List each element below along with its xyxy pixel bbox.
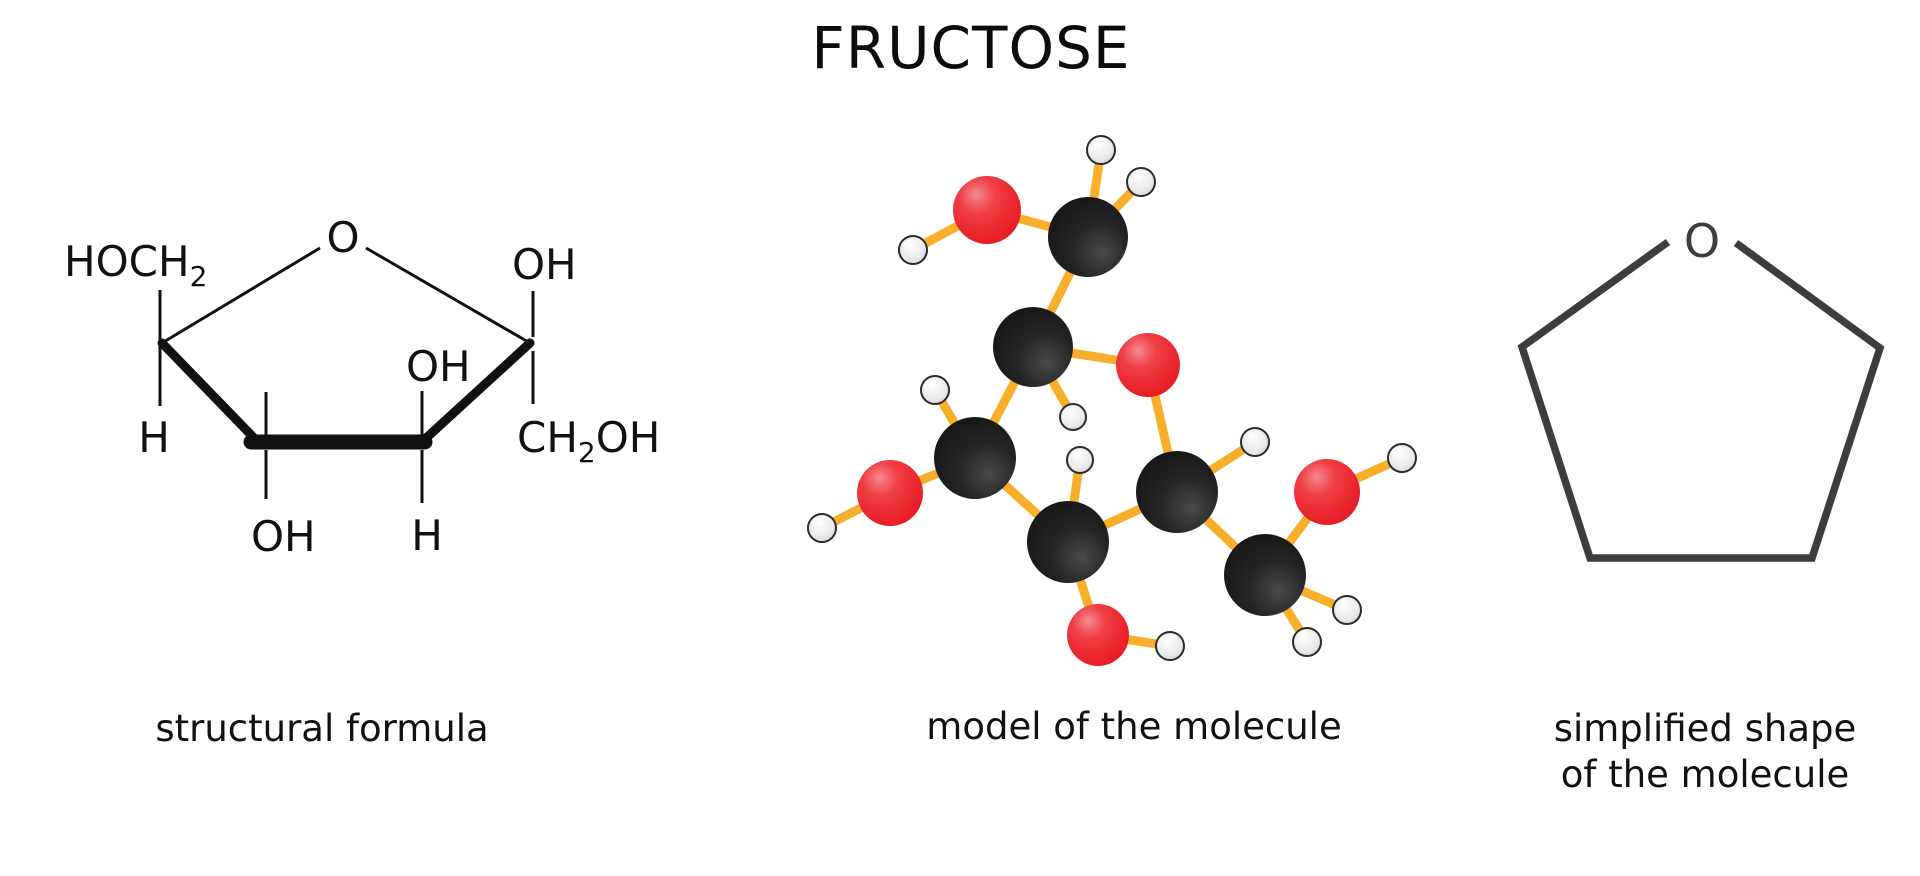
label-c2-oh: OH — [512, 240, 577, 289]
atom-hydrogen — [1332, 595, 1362, 625]
label-c5-h: H — [138, 413, 170, 462]
atom-oxygen — [1116, 333, 1180, 397]
label-ch2oh: CH2OH — [517, 413, 660, 469]
atom-hydrogen — [1126, 167, 1156, 197]
atom-carbon — [1027, 501, 1109, 583]
atom-carbon — [1224, 534, 1306, 616]
atom-hydrogen — [920, 375, 950, 405]
label-ring-oxygen: O — [326, 213, 359, 262]
atom-hydrogen — [1086, 135, 1116, 165]
atom-hydrogen — [1240, 427, 1270, 457]
atom-hydrogen — [1066, 446, 1094, 474]
atom-hydrogen — [1059, 403, 1087, 431]
bond-o-left — [161, 246, 321, 345]
ring-front-left — [157, 338, 261, 445]
label-c4-oh: OH — [251, 512, 316, 561]
atom-carbon — [934, 417, 1016, 499]
structural-formula-labels: HOCH2 O OH OH H CH2OH OH H — [64, 213, 660, 561]
atom-oxygen — [1067, 604, 1129, 666]
atom-oxygen — [1294, 459, 1360, 525]
ring-front-right — [419, 338, 535, 445]
label-c3-h: H — [411, 511, 443, 560]
atom-oxygen — [857, 460, 923, 526]
atom-hydrogen — [807, 513, 837, 543]
caption-simplified-line1: simplified shape — [1553, 707, 1857, 750]
atom-hydrogen — [1387, 443, 1417, 473]
caption-structural-formula: structural formula — [155, 707, 489, 750]
caption-simplified: simplified shape of the molecule — [1554, 706, 1857, 798]
atom-hydrogen — [1292, 627, 1322, 657]
simplified-shape: O — [1517, 214, 1885, 562]
atom-carbon — [993, 307, 1073, 387]
atom-oxygen — [953, 176, 1021, 244]
bond-o-right — [365, 246, 531, 345]
caption-model: model of the molecule — [926, 705, 1342, 748]
atom-hydrogen — [898, 235, 928, 265]
atom-hydrogen — [1155, 631, 1185, 661]
label-hoch2: HOCH2 — [64, 237, 207, 293]
pentagon-outline — [1517, 238, 1885, 562]
atom-carbon — [1136, 451, 1218, 533]
atom-carbon — [1048, 197, 1128, 277]
molecule-model — [807, 135, 1417, 666]
structural-formula — [157, 246, 535, 503]
page-title: FRUCTOSE — [811, 14, 1131, 82]
label-c3-oh-inner: OH — [406, 342, 471, 391]
caption-simplified-line2: of the molecule — [1560, 753, 1850, 796]
pentagon-oxygen-label: O — [1684, 214, 1720, 268]
